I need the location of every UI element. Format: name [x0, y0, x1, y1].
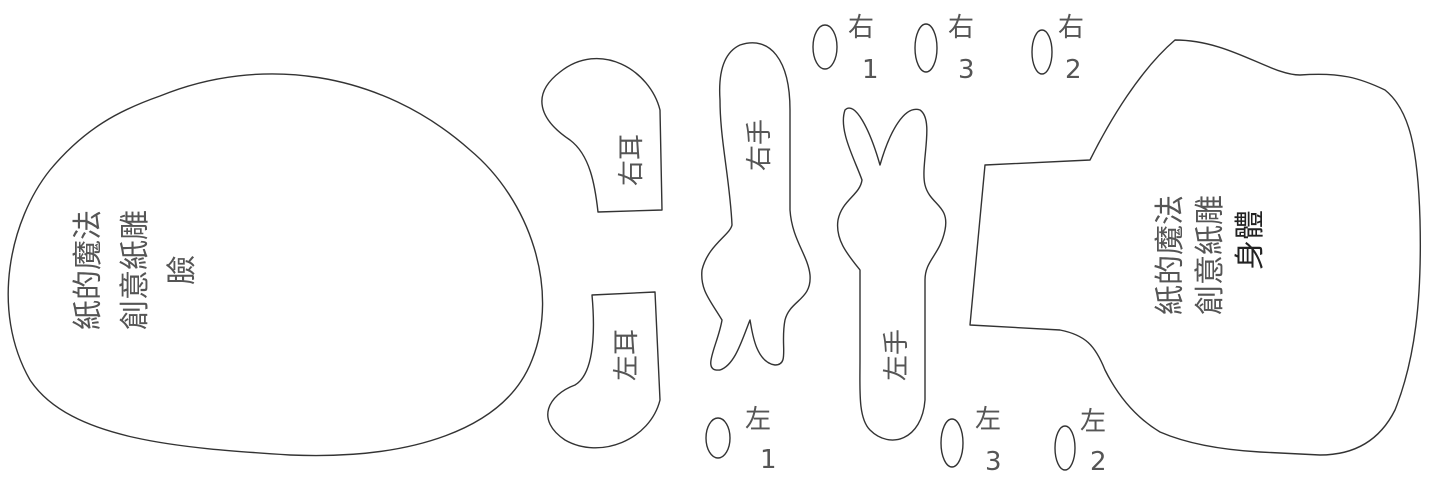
finger-left-2-char: 左: [1080, 407, 1106, 437]
right-hand-piece: 右手: [701, 42, 811, 371]
finger-right-2-char: 右: [1058, 13, 1084, 43]
face-label-line1: 紙的魔法: [71, 210, 106, 330]
face-outline: [7, 73, 544, 457]
finger-left-1: 左 1: [705, 405, 777, 475]
right-ear-label: 右耳: [617, 134, 647, 186]
finger-right-2-num: 2: [1065, 55, 1082, 85]
right-ear-piece: 右耳: [541, 57, 663, 213]
finger-right-3: 右 3: [914, 13, 975, 85]
body-outline: [969, 39, 1421, 456]
body-label-line3: 身體: [1233, 210, 1268, 270]
finger-right-1: 右 1: [812, 13, 879, 85]
left-ear-label: 左耳: [612, 329, 642, 381]
finger-left-3-oval: [940, 418, 964, 468]
finger-right-1-num: 1: [862, 55, 879, 85]
finger-right-3-num: 3: [958, 55, 975, 85]
finger-left-2: 左 2: [1054, 407, 1107, 477]
finger-right-1-oval: [812, 24, 838, 70]
face-piece: 紙的魔法 創意紙雕 臉: [7, 73, 544, 457]
left-hand-label: 左手: [882, 329, 912, 381]
left-hand-outline: [836, 107, 947, 441]
finger-right-3-char: 右: [948, 13, 974, 43]
right-hand-label: 右手: [745, 119, 775, 171]
finger-left-1-char: 左: [745, 405, 771, 435]
left-ear-outline: [547, 291, 661, 449]
finger-right-2-oval: [1031, 29, 1053, 75]
right-hand-outline: [701, 42, 811, 371]
finger-left-2-num: 2: [1090, 447, 1107, 477]
right-ear-outline: [541, 57, 663, 213]
left-hand-piece: 左手: [836, 107, 947, 441]
finger-left-1-oval: [705, 417, 731, 459]
finger-left-2-oval: [1054, 425, 1076, 471]
finger-left-3-num: 3: [985, 447, 1002, 477]
finger-right-2: 右 2: [1031, 13, 1084, 85]
face-label-line2: 創意紙雕: [118, 210, 153, 330]
body-label-line1: 紙的魔法: [1153, 195, 1188, 315]
body-label-line2: 創意紙雕: [1193, 195, 1228, 315]
finger-right-1-char: 右: [848, 13, 874, 43]
face-label-line3: 臉: [165, 255, 200, 285]
finger-right-3-oval: [914, 23, 938, 73]
left-ear-piece: 左耳: [547, 291, 661, 449]
finger-left-1-num: 1: [760, 445, 777, 475]
finger-left-3-char: 左: [975, 405, 1001, 435]
body-piece: 紙的魔法 創意紙雕 身體: [969, 39, 1421, 456]
finger-left-3: 左 3: [940, 405, 1002, 477]
